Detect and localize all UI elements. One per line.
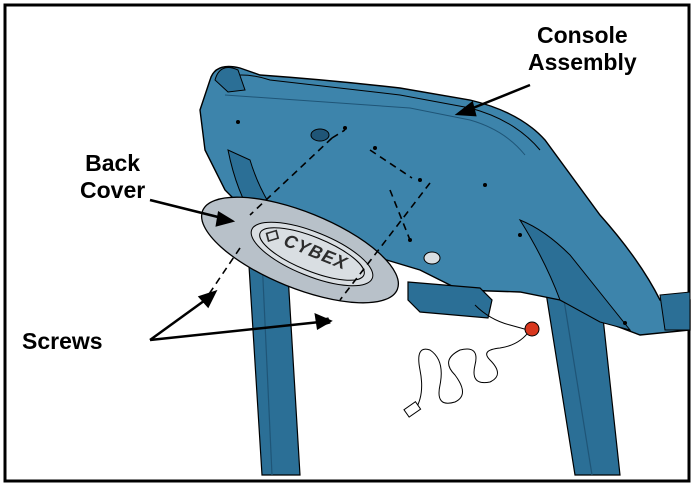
back-label-line2: Cover <box>80 177 146 203</box>
alignment-lines <box>204 129 431 301</box>
console-assembly-label: Console Assembly <box>528 22 637 76</box>
safety-key-cord <box>403 304 540 418</box>
back-cover-label: Back Cover <box>80 150 145 204</box>
diagram-border <box>3 3 691 483</box>
screws-label: Screws <box>22 328 103 355</box>
console-label-line2: Assembly <box>528 49 637 75</box>
safety-key-icon <box>524 321 540 337</box>
back-cover <box>200 196 400 304</box>
console-arrow <box>467 83 531 112</box>
console-label-line1: Console <box>536 22 628 48</box>
back-label-line1: Back <box>85 150 141 176</box>
screws-label-text: Screws <box>22 328 103 354</box>
console-bottom-box <box>407 281 493 319</box>
screws-arrow-1 <box>149 296 209 342</box>
screws-arrow-2 <box>149 320 321 342</box>
back-cover-arrow <box>149 198 223 220</box>
